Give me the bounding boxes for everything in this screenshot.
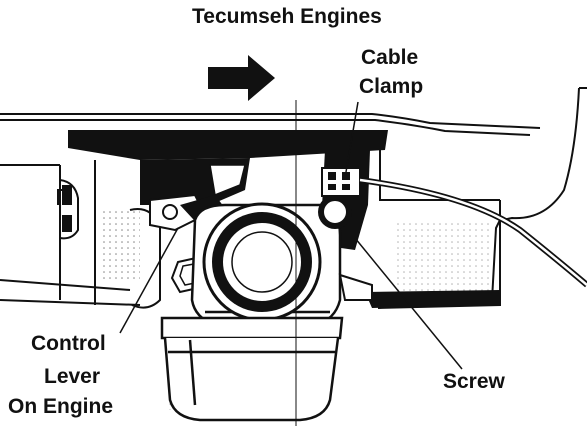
direction-arrow-icon: [208, 55, 275, 101]
label-control-lever-line2: Lever: [44, 365, 101, 388]
throttle-cable: [359, 177, 587, 288]
label-cable-clamp-line1: Cable: [361, 46, 419, 69]
leader-lines: [119, 101, 463, 370]
label-control-lever-line1: Control: [31, 332, 106, 355]
left-bracket-dark: [62, 185, 72, 232]
diagram-title: Tecumseh Engines: [192, 5, 382, 28]
label-cable-clamp-line2: Clamp: [359, 75, 424, 98]
cable-clamp: [321, 167, 361, 197]
carburetor-throat: [202, 202, 322, 322]
clamp-screw: [318, 195, 352, 229]
float-bowl: [160, 316, 344, 422]
label-control-lever-line3: On Engine: [8, 395, 113, 418]
lower-bracket: [338, 273, 500, 308]
label-screw: Screw: [443, 370, 505, 393]
